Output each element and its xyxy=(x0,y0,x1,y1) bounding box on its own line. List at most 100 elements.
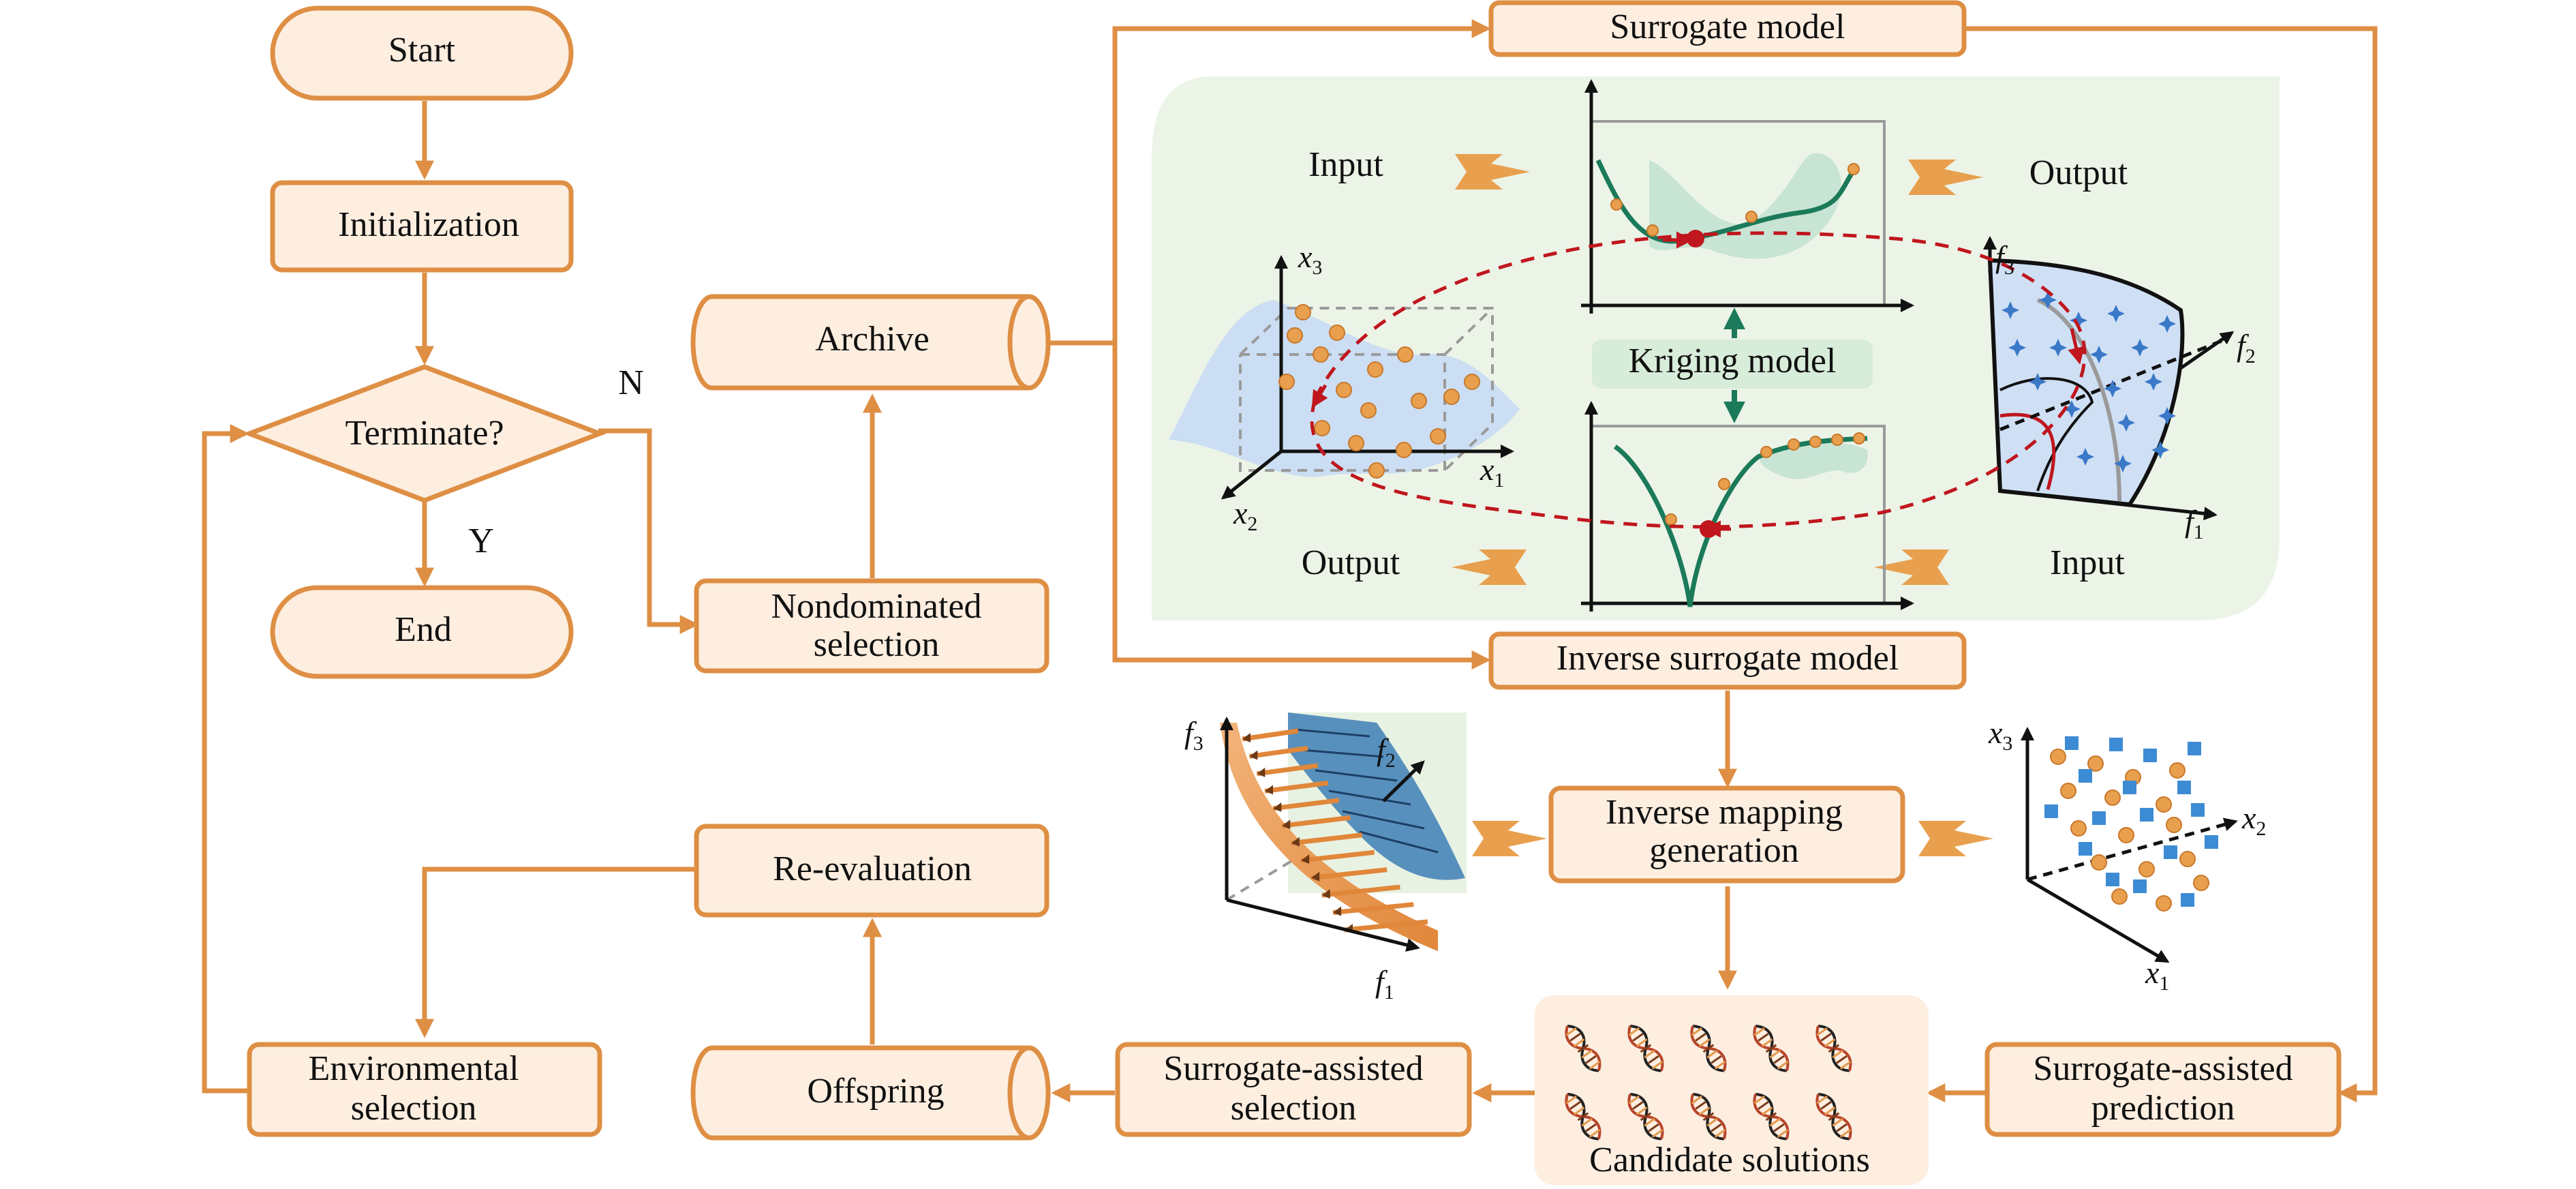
generated-square xyxy=(2181,893,2194,907)
decision-point xyxy=(1295,304,1311,320)
generated-square xyxy=(2044,804,2058,818)
start-label: Start xyxy=(388,31,456,70)
generated-square xyxy=(2188,742,2201,755)
axis-x2-label: x2 xyxy=(1233,496,1257,535)
inverse-surrogate-model-label: Inverse surrogate model xyxy=(1557,639,1899,678)
generated-square xyxy=(2140,808,2153,822)
sa-prediction-label-line1: Surrogate-assisted xyxy=(2033,1049,2293,1088)
decision-point xyxy=(1396,442,1412,458)
block-arrow-icon xyxy=(1452,550,1527,585)
objective-space-3d-plot xyxy=(1983,236,2235,521)
objective-star-points xyxy=(2002,291,2176,472)
surrogate-model-box: Surrogate model xyxy=(1488,0,1967,57)
svg-text:f3: f3 xyxy=(1184,715,1203,755)
environmental-selection-box: Environmental selection xyxy=(247,1042,602,1137)
inverse-mapping-rungs xyxy=(1242,728,1428,933)
four-point-star-icon xyxy=(2063,400,2081,418)
terminate-label: Terminate? xyxy=(345,414,504,453)
candidate-solutions-panel: Candidate solutions xyxy=(1535,995,1929,1185)
decision-point xyxy=(1313,346,1329,363)
block-arrow-icon xyxy=(1918,821,1993,856)
end-terminal: End xyxy=(270,585,574,679)
surrogate-assisted-prediction-box: Surrogate-assisted prediction xyxy=(1984,1042,2342,1137)
dna-helix-icon xyxy=(1627,1093,1664,1141)
dna-helix-icon xyxy=(1815,1093,1852,1141)
branch-no-label: N xyxy=(618,363,644,402)
offspring-cylinder: Offspring xyxy=(690,1045,1051,1141)
decision-space-axis-labels: x3 x1 x2 xyxy=(1233,239,1504,535)
dna-helix-icon xyxy=(1627,1025,1664,1072)
generated-square xyxy=(2109,738,2123,751)
decision-point xyxy=(1443,389,1460,405)
decision-point xyxy=(1278,374,1295,390)
generated-point xyxy=(2166,817,2182,833)
svg-text:x2: x2 xyxy=(2241,800,2266,840)
four-point-star-icon xyxy=(2104,380,2121,397)
inverse-surrogate-model-box: Inverse surrogate model xyxy=(1488,631,1967,690)
environmental-label-line2: selection xyxy=(351,1089,477,1128)
input-label-right: Input xyxy=(2050,543,2125,582)
generated-square xyxy=(2177,781,2191,794)
four-point-star-icon xyxy=(2002,301,2019,319)
decision-point xyxy=(1430,428,1446,445)
generated-square xyxy=(2164,845,2177,859)
initialization-label: Initialization xyxy=(338,205,519,244)
generated-point xyxy=(2118,827,2134,843)
mapping-loop-path xyxy=(1310,231,2087,529)
archive-cylinder: Archive xyxy=(690,294,1051,391)
archive-label: Archive xyxy=(815,320,929,359)
four-point-star-icon xyxy=(2145,373,2162,391)
decision-point xyxy=(1360,402,1377,419)
dna-helix-grid xyxy=(1565,1025,1852,1141)
decision-point xyxy=(1464,374,1480,390)
generated-point xyxy=(2087,755,2104,772)
reevaluation-box: Re-evaluation xyxy=(694,824,1049,918)
sa-selection-label-line2: selection xyxy=(1231,1089,1357,1128)
decision-point xyxy=(1329,325,1345,341)
block-arrow-icon xyxy=(1455,154,1530,190)
decision-point xyxy=(1314,420,1330,436)
four-point-star-icon xyxy=(2039,291,2057,309)
dna-helix-icon xyxy=(1753,1025,1790,1072)
block-arrow-icon xyxy=(1908,160,1983,195)
four-point-star-icon xyxy=(2070,312,2087,329)
generated-point xyxy=(2070,820,2087,837)
start-terminal: Start xyxy=(270,5,574,101)
candidate-solutions-label: Candidate solutions xyxy=(1589,1141,1870,1179)
block-arrow-icon xyxy=(1472,821,1547,856)
dna-helix-icon xyxy=(1690,1025,1727,1072)
inverse-objective-plot: f3 f2 f1 xyxy=(1184,712,1467,1004)
generated-square xyxy=(2123,781,2136,794)
four-point-star-icon xyxy=(2029,373,2046,391)
sa-prediction-label-line2: prediction xyxy=(2091,1089,2235,1128)
generated-point xyxy=(2050,749,2066,765)
generated-point xyxy=(2060,783,2076,799)
generated-square xyxy=(2133,879,2147,893)
four-point-star-icon xyxy=(2008,339,2026,357)
svg-text:f1: f1 xyxy=(1375,964,1394,1004)
dna-helix-icon xyxy=(1753,1093,1790,1141)
surrogate-model-label: Surrogate model xyxy=(1610,7,1845,46)
decision-point xyxy=(1411,393,1427,409)
decision-point xyxy=(1367,361,1383,378)
generated-square xyxy=(2079,842,2092,856)
decision-points xyxy=(1278,304,1480,479)
dna-helix-icon xyxy=(1815,1025,1852,1072)
input-label-left: Input xyxy=(1308,145,1383,184)
nondominated-selection-box: Nondominated selection xyxy=(694,578,1049,674)
generated-square xyxy=(2065,736,2079,750)
branch-yes-label: Y xyxy=(468,522,494,560)
svg-text:x3: x3 xyxy=(1988,715,2012,755)
initialization-box: Initialization xyxy=(270,180,574,273)
four-point-star-icon xyxy=(2158,407,2176,425)
generated-point xyxy=(2156,796,2172,813)
decision-space-3d-plot xyxy=(1169,255,1520,500)
output-label-left: Output xyxy=(1302,543,1400,582)
four-point-star-icon xyxy=(2158,315,2176,333)
reevaluation-label: Re-evaluation xyxy=(773,849,972,888)
decision-point xyxy=(1287,327,1303,344)
surrogate-assisted-selection-box: Surrogate-assisted selection xyxy=(1115,1042,1472,1137)
axis-x1-label: x1 xyxy=(1479,452,1504,492)
four-point-star-icon xyxy=(2151,441,2169,459)
